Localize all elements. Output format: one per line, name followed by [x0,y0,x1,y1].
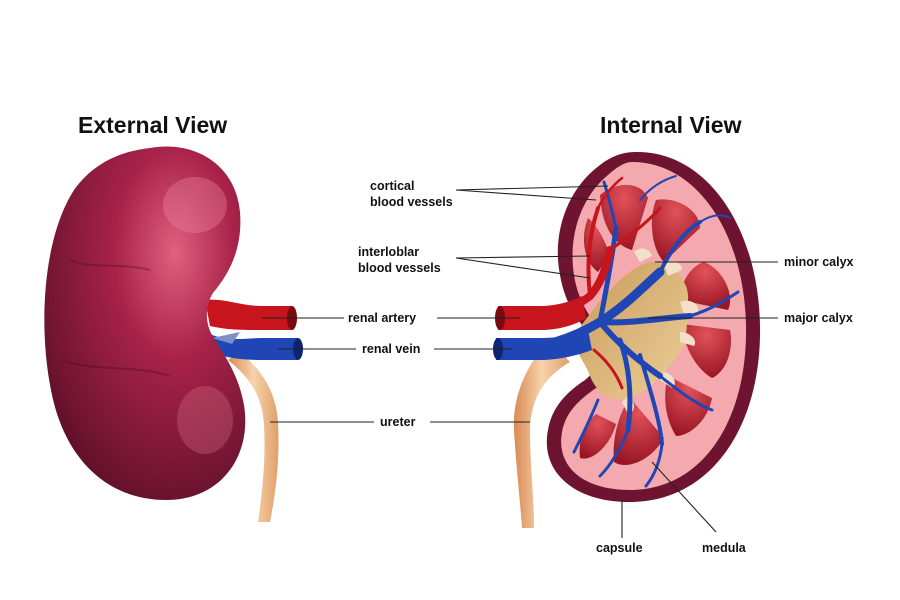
internal-kidney [493,152,760,528]
label-cortical-line2: blood vessels [370,194,453,210]
label-interlobar-line1: interloblar [358,244,441,260]
label-renal-vein: renal vein [362,341,420,357]
internal-renal-vein [493,330,592,360]
label-cortical-line1: cortical [370,178,453,194]
label-minor-calyx: minor calyx [784,254,853,270]
external-renal-artery [205,300,297,330]
label-renal-artery: renal artery [348,310,416,326]
label-interlobar-blood-vessels: interloblar blood vessels [358,244,441,276]
label-ureter: ureter [380,414,415,430]
title-internal-view: Internal View [600,112,741,139]
label-major-calyx: major calyx [784,310,853,326]
title-external-view: External View [78,112,227,139]
internal-renal-artery [495,296,586,330]
label-medula: medula [702,540,746,556]
label-cortical-blood-vessels: cortical blood vessels [370,178,453,210]
external-kidney [44,147,303,522]
label-interlobar-line2: blood vessels [358,260,441,276]
label-capsule: capsule [596,540,643,556]
